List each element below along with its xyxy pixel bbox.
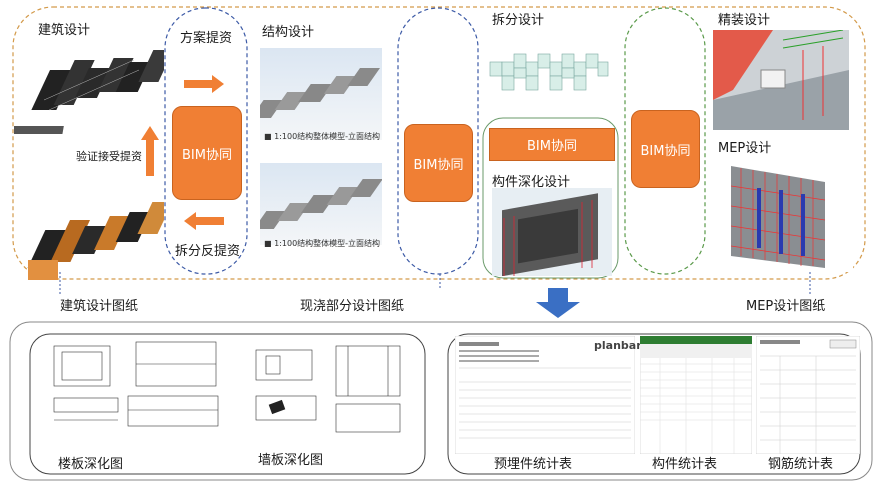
structure-caption-1: ■ 1:100结构整体模型-立面结构 bbox=[264, 132, 381, 141]
label-split-feedback: 拆分反提资 bbox=[175, 244, 241, 259]
bim-collab-box-1: BIM协同 bbox=[172, 106, 242, 200]
label-structure-design: 结构设计 bbox=[262, 25, 315, 40]
component-detail-image bbox=[492, 188, 612, 276]
down-arrow-icon bbox=[536, 288, 580, 318]
right-arrow-icon bbox=[184, 75, 224, 93]
structure-model-bottom-image bbox=[253, 163, 383, 245]
architecture-model-bottom-image bbox=[27, 202, 164, 280]
structure-caption-2: ■ 1:100结构整体模型-立面结构 bbox=[264, 239, 381, 248]
finishing-design-image bbox=[713, 30, 849, 130]
label-embedded-stats: 预埋件统计表 bbox=[494, 457, 573, 472]
label-split-design: 拆分设计 bbox=[492, 13, 545, 28]
architecture-model-top-image bbox=[14, 50, 164, 134]
left-arrow-icon bbox=[184, 212, 224, 230]
label-arch-drawings: 建筑设计图纸 bbox=[60, 299, 139, 314]
label-floor-slab: 楼板深化图 bbox=[58, 457, 124, 472]
label-architecture-design: 建筑设计 bbox=[38, 23, 91, 38]
embedded-stats-table bbox=[455, 336, 635, 454]
bim-collab-box-4: BIM协同 bbox=[631, 110, 700, 188]
label-wall-panel: 墙板深化图 bbox=[258, 453, 324, 468]
label-finishing-design: 精装设计 bbox=[718, 13, 771, 28]
label-verify-accept: 验证接受提资 bbox=[76, 150, 142, 163]
label-mep-drawings: MEP设计图纸 bbox=[746, 299, 826, 314]
label-rebar-stats: 钢筋统计表 bbox=[768, 457, 834, 472]
mep-design-image bbox=[713, 156, 853, 272]
label-scheme-submission: 方案提资 bbox=[180, 31, 233, 46]
label-cast-in-place: 现浇部分设计图纸 bbox=[300, 299, 405, 314]
structure-model-top-image bbox=[250, 48, 382, 140]
label-mep-design: MEP设计 bbox=[718, 141, 772, 156]
up-arrow-icon bbox=[141, 126, 159, 176]
planbar-brand: planbar bbox=[594, 339, 642, 352]
label-component-detail: 构件深化设计 bbox=[492, 175, 571, 190]
bim-collab-box-2: BIM协同 bbox=[404, 124, 473, 202]
bim-collab-box-3: BIM协同 bbox=[489, 128, 615, 161]
label-component-stats: 构件统计表 bbox=[652, 457, 718, 472]
floor-slab-drawing bbox=[44, 338, 224, 446]
split-design-image bbox=[489, 53, 609, 91]
rebar-stats-sheet bbox=[756, 336, 860, 454]
component-stats-spreadsheet bbox=[640, 336, 752, 454]
wall-panel-drawing bbox=[248, 340, 408, 450]
